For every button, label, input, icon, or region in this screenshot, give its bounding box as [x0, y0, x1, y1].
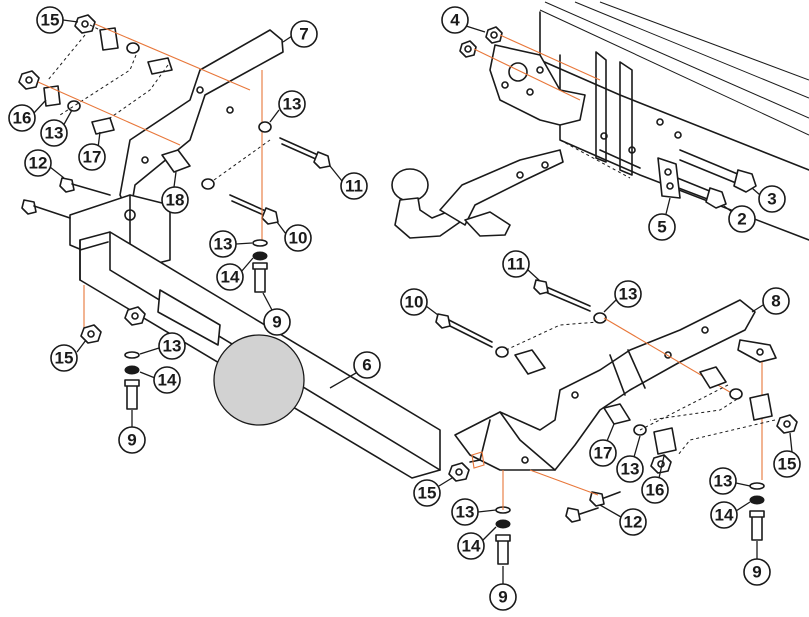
callout-17: 17 — [589, 423, 617, 467]
right-bolts-12 — [565, 491, 621, 523]
callout-7: 7 — [282, 20, 318, 48]
right-spacers — [514, 349, 798, 474]
callout-16: 16 — [8, 99, 47, 132]
svg-text:11: 11 — [507, 255, 525, 274]
callout-12: 12 — [24, 149, 65, 179]
callout-17: 17 — [78, 131, 106, 171]
svg-text:13: 13 — [456, 503, 475, 522]
callout-9: 9 — [743, 541, 771, 586]
svg-text:13: 13 — [214, 235, 233, 254]
svg-text:10: 10 — [289, 229, 308, 248]
right-long-bolt-10 — [435, 313, 509, 358]
callout-6: 6 — [329, 351, 381, 389]
svg-text:10: 10 — [405, 293, 424, 312]
svg-text:9: 9 — [752, 563, 761, 582]
callout-9: 9 — [262, 292, 291, 336]
svg-text:3: 3 — [767, 190, 776, 209]
callout-15: 15 — [413, 477, 453, 507]
callout-8: 8 — [751, 287, 790, 315]
svg-text:17: 17 — [594, 444, 613, 463]
svg-text:14: 14 — [715, 506, 734, 525]
svg-text:2: 2 — [737, 210, 746, 229]
svg-text:18: 18 — [166, 191, 185, 210]
svg-text:11: 11 — [345, 177, 363, 196]
left-vertical-hardware — [252, 239, 268, 293]
svg-text:17: 17 — [83, 148, 102, 167]
svg-text:13: 13 — [714, 472, 733, 491]
callout-13: 13 — [139, 332, 186, 360]
callout-10: 10 — [400, 288, 439, 316]
callout-15: 15 — [773, 432, 801, 478]
callout-10: 10 — [276, 221, 312, 252]
tow-ball-neck — [391, 149, 564, 239]
callout-13: 13 — [709, 467, 751, 495]
left-long-bolt-11 — [279, 137, 331, 169]
svg-text:9: 9 — [272, 313, 281, 332]
callout-11: 11 — [502, 250, 541, 282]
callout-11: 11 — [329, 165, 368, 200]
callout-4: 4 — [441, 6, 486, 34]
left-bottom-hardware — [80, 306, 146, 410]
spacer-18 — [161, 149, 215, 190]
svg-text:14: 14 — [462, 537, 481, 556]
callout-13: 13 — [209, 230, 253, 258]
svg-text:16: 16 — [13, 109, 32, 128]
callout-14: 14 — [710, 501, 751, 529]
callout-13: 13 — [40, 109, 73, 147]
svg-text:8: 8 — [771, 292, 780, 311]
svg-text:16: 16 — [646, 481, 665, 500]
callout-14: 14 — [216, 257, 254, 291]
callout-14: 14 — [457, 526, 497, 560]
callout-15: 15 — [50, 339, 87, 372]
left-hardware-top — [18, 14, 173, 135]
callout-13: 13 — [603, 280, 642, 313]
svg-text:15: 15 — [41, 11, 60, 30]
callout-12: 12 — [599, 504, 647, 536]
callout-5: 5 — [648, 197, 676, 241]
callout-9: 9 — [489, 566, 517, 611]
svg-text:13: 13 — [619, 285, 638, 304]
svg-text:6: 6 — [362, 356, 371, 375]
svg-text:13: 13 — [163, 337, 182, 356]
left-long-bolt-10 — [229, 194, 279, 225]
callout-3: 3 — [751, 185, 786, 213]
svg-text:14: 14 — [221, 268, 240, 287]
callout-2: 2 — [723, 205, 756, 233]
callout-18: 18 — [161, 171, 189, 214]
svg-text:14: 14 — [158, 371, 177, 390]
nut-4 — [459, 26, 503, 58]
left-bolts-12 — [21, 177, 111, 219]
svg-text:13: 13 — [621, 460, 640, 479]
callout-16: 16 — [641, 455, 669, 504]
svg-text:4: 4 — [450, 11, 460, 30]
svg-text:7: 7 — [299, 25, 308, 44]
svg-text:15: 15 — [418, 484, 437, 503]
bolt-3 — [679, 149, 757, 193]
mounting-plate — [489, 44, 586, 126]
callout-13: 13 — [616, 435, 644, 483]
callout-9: 9 — [118, 410, 146, 454]
svg-text:13: 13 — [45, 124, 64, 143]
callout-13: 13 — [451, 498, 497, 526]
callout-15: 15 — [36, 6, 79, 34]
svg-text:9: 9 — [127, 431, 136, 450]
svg-text:15: 15 — [778, 455, 797, 474]
svg-text:9: 9 — [498, 588, 507, 607]
svg-text:12: 12 — [624, 513, 643, 532]
callout-14: 14 — [139, 366, 181, 394]
plate-5 — [657, 157, 681, 199]
right-vertical-hardware — [749, 482, 765, 541]
svg-text:5: 5 — [657, 218, 666, 237]
svg-text:13: 13 — [283, 95, 302, 114]
svg-text:15: 15 — [55, 349, 74, 368]
callout-13: 13 — [269, 90, 306, 123]
right-long-bolt-11 — [533, 279, 607, 324]
tow-ball-mount-area — [213, 334, 305, 426]
svg-text:12: 12 — [29, 154, 48, 173]
right-side-bracket — [454, 299, 777, 471]
